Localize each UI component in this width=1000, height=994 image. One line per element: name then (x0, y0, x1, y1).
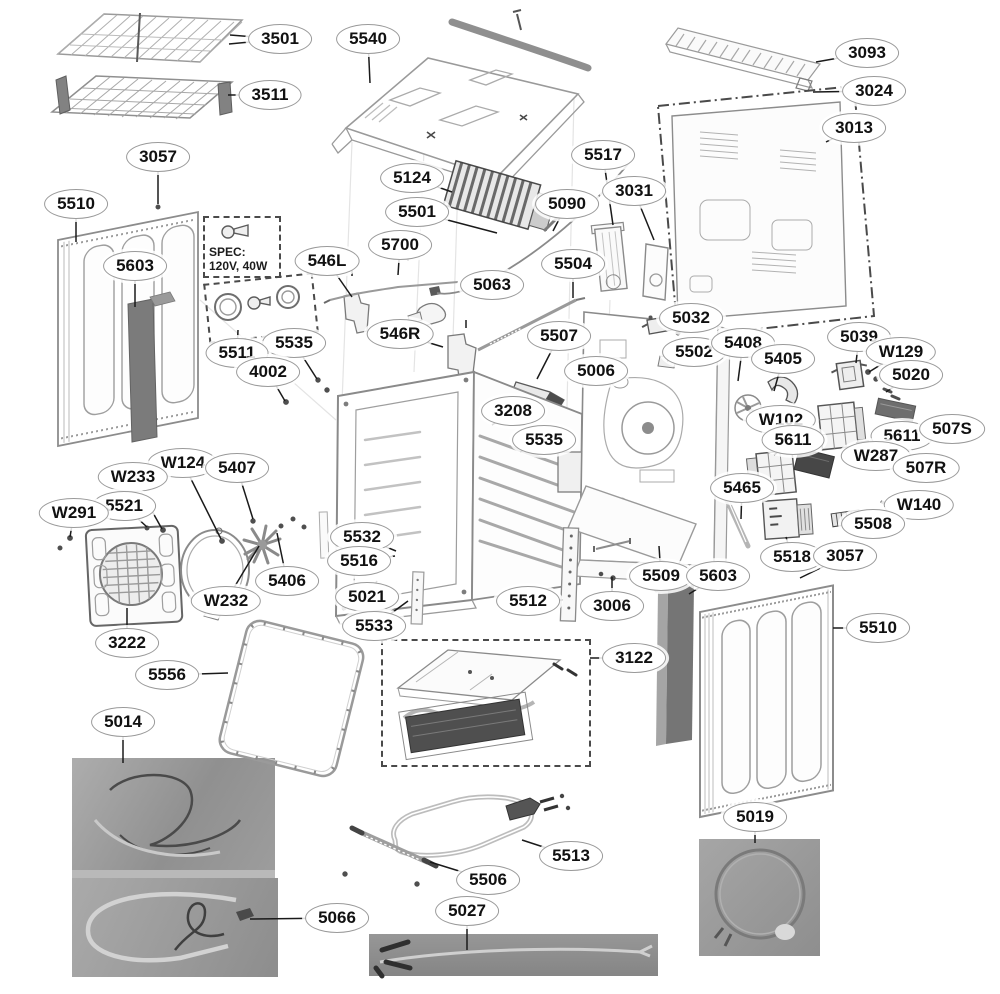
part-callout-5510: 5510 (44, 189, 108, 219)
part-callout-5603: 5603 (103, 251, 167, 281)
part-callout-5535: 5535 (262, 328, 326, 358)
part-callout-3208: 3208 (481, 396, 545, 426)
part-callout-3501: 3501 (248, 24, 312, 54)
part-callout-5124: 5124 (380, 163, 444, 193)
part-callout-5006: 5006 (564, 356, 628, 386)
convection-fan-cover (84, 524, 184, 627)
part-callout-W233: W233 (97, 462, 169, 492)
part-callout-507S: 507S (919, 414, 985, 444)
part-callout-3006: 3006 (580, 591, 644, 621)
oven-rack-flat (56, 12, 244, 63)
part-callout-5020: 5020 (879, 360, 943, 390)
part-callout-5513: 5513 (539, 841, 603, 871)
part-callout-5090: 5090 (535, 189, 599, 219)
inner-door-panel-right (699, 584, 834, 819)
part-callout-5510: 5510 (846, 613, 910, 643)
part-callout-5533: 5533 (342, 611, 406, 641)
part-callout-5032: 5032 (659, 303, 723, 333)
part-callout-4002: 4002 (236, 357, 300, 387)
part-callout-5407: 5407 (205, 453, 269, 483)
vent-grille (664, 27, 822, 92)
part-callout-5517: 5517 (571, 140, 635, 170)
bottom-assembly-box (381, 639, 591, 767)
part-callout-3222: 3222 (95, 628, 159, 658)
part-callout-W291: W291 (38, 498, 110, 528)
part-callout-5504: 5504 (541, 249, 605, 279)
spec-line-1: SPEC: (209, 245, 246, 259)
spec-box: SPEC: 120V, 40W (203, 216, 281, 278)
part-callout-5406: 5406 (255, 566, 319, 596)
part-callout-3511: 3511 (238, 80, 302, 110)
part-callout-5066: 5066 (305, 903, 369, 933)
photo-cable-5027 (369, 934, 658, 976)
broil-rod (349, 825, 439, 869)
part-callout-5507: 5507 (527, 321, 591, 351)
part-callout-5405: 5405 (751, 344, 815, 374)
part-callout-5700: 5700 (368, 230, 432, 260)
part-callout-546L: 546L (294, 246, 360, 276)
part-callout-5014: 5014 (91, 707, 155, 737)
part-callout-5516: 5516 (327, 546, 391, 576)
part-callout-5512: 5512 (496, 586, 560, 616)
photo-tube-assembly-5066 (72, 878, 278, 977)
photo-wire-harness-strip (72, 870, 275, 878)
part-callout-546R: 546R (366, 319, 434, 349)
part-callout-5063: 5063 (460, 270, 524, 300)
small-rod-3006 (593, 538, 631, 552)
part-callout-5535: 5535 (512, 425, 576, 455)
part-callout-3024: 3024 (842, 76, 906, 106)
part-callout-5021: 5021 (335, 582, 399, 612)
part-callout-5027: 5027 (435, 896, 499, 926)
door-insulation-strip (127, 298, 158, 443)
part-callout-5506: 5506 (456, 865, 520, 895)
part-callout-5603: 5603 (686, 561, 750, 591)
part-callout-5465: 5465 (710, 473, 774, 503)
photo-wire-harness-5014 (72, 758, 275, 877)
part-callout-507R: 507R (892, 453, 960, 483)
part-callout-5508: 5508 (841, 509, 905, 539)
part-callout-3057: 3057 (813, 541, 877, 571)
top-trim-bar (448, 9, 592, 72)
part-callout-3093: 3093 (835, 38, 899, 68)
part-callout-5540: 5540 (336, 24, 400, 54)
bake-element (391, 793, 571, 858)
part-callout-5509: 5509 (629, 561, 693, 591)
part-callout-3031: 3031 (602, 176, 666, 206)
part-callout-5019: 5019 (723, 802, 787, 832)
photo-probe-loop-5019 (699, 839, 820, 956)
fan-blade (242, 524, 282, 565)
part-callout-5556: 5556 (135, 660, 199, 690)
part-callout-3057: 3057 (126, 142, 190, 172)
part-callout-3122: 3122 (602, 643, 666, 673)
door-gasket (218, 619, 365, 778)
part-callout-5611: 5611 (761, 425, 825, 455)
inner-door-panel-left (57, 210, 199, 448)
oven-rack-sliding (50, 75, 234, 120)
part-callout-W232: W232 (190, 586, 262, 616)
top-panel (331, 57, 585, 190)
insulation-sheet (567, 485, 697, 567)
part-callout-3013: 3013 (822, 113, 886, 143)
part-callout-5501: 5501 (385, 197, 449, 227)
spec-line-2: 120V, 40W (209, 259, 268, 273)
